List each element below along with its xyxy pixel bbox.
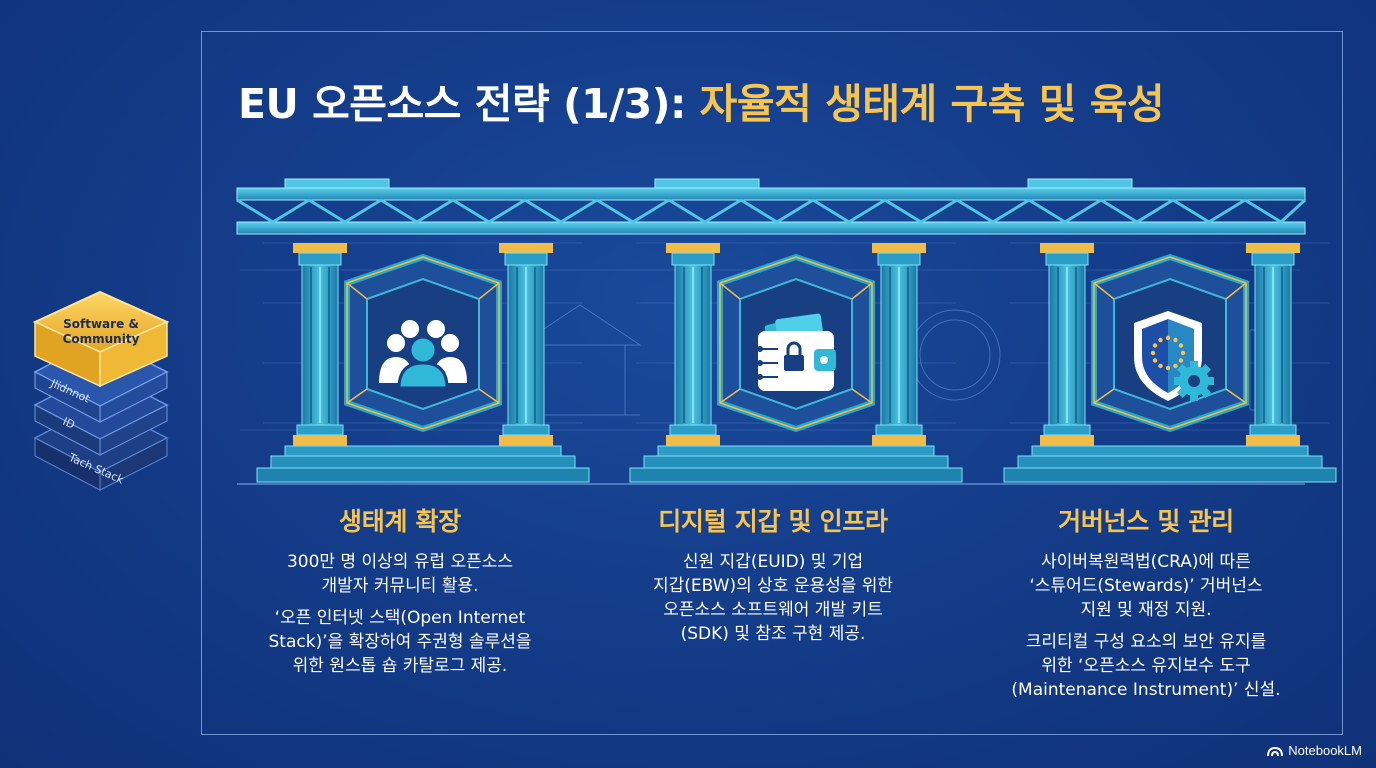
text-ecosystem-2: ‘오픈 인터넷 스택(Open Internet Stack)’을 확장하여 주… <box>210 606 590 678</box>
line: 크리티컬 구성 요소의 보안 유지를 <box>1025 632 1267 652</box>
eu-star <box>1173 363 1178 369</box>
line: 사이버복원력법(CRA)에 따른 <box>1041 552 1251 572</box>
line: (Maintenance Instrument)’ 신설. <box>1011 680 1281 700</box>
temple-diagram <box>236 178 1376 500</box>
truss-strut <box>380 198 418 224</box>
eu-star <box>1173 337 1178 343</box>
truss-strut <box>1208 198 1246 224</box>
notebooklm-logo-icon <box>1267 746 1284 756</box>
text-ecosystem-1: 300만 명 이상의 유럽 오픈소스 개발자 커뮤니티 활용. <box>210 550 590 598</box>
eu-star <box>1158 337 1163 343</box>
heading-governance: 거버넌스 및 관리 <box>1058 507 1234 536</box>
truss-strut <box>596 198 634 224</box>
truss-strut <box>1244 198 1282 224</box>
truss-strut <box>704 198 742 224</box>
truss-strut <box>632 198 670 224</box>
layer-stack: Tach Stack ID Jlidnnot Software & Commun… <box>32 290 170 491</box>
line: Stack)’을 확장하여 주권형 솔루션을 <box>268 632 532 652</box>
truss-strut <box>236 198 274 224</box>
truss-strut <box>344 198 382 224</box>
eu-star <box>1165 365 1171 371</box>
column-governance: 거버넌스 및 관리 사이버복원력법(CRA)에 따른 ‘스튜어드(Steward… <box>956 502 1336 710</box>
eu-star <box>1178 343 1184 348</box>
truss-strut <box>488 198 526 224</box>
truss-strut <box>1136 198 1174 224</box>
truss-strut <box>452 198 490 224</box>
line: 지원 및 재정 지원. <box>1080 600 1212 620</box>
eu-star <box>1158 363 1163 369</box>
heading-wallet: 디지털 지갑 및 인프라 <box>658 507 888 536</box>
truss-strut <box>1172 198 1210 224</box>
line: 위한 ‘오픈소스 유지보수 도구 <box>1041 656 1251 676</box>
text-governance-1: 사이버복원력법(CRA)에 따른 ‘스튜어드(Stewards)’ 거버넌스 지… <box>956 550 1336 622</box>
truss-strut <box>740 198 778 224</box>
slide-frame <box>201 31 1343 735</box>
line: 위한 원스톱 숍 카탈로그 제공. <box>292 656 508 676</box>
community-icon <box>379 320 467 390</box>
title-highlight: 자율적 생태계 구축 및 육성 <box>699 80 1165 128</box>
truss-strut <box>1028 198 1066 224</box>
line: 300만 명 이상의 유럽 오픈소스 <box>286 552 514 572</box>
truss-strut <box>812 198 850 224</box>
stack-label-id: ID <box>61 415 77 432</box>
notebooklm-brand: NotebookLM <box>1267 743 1362 758</box>
eu-star <box>1150 350 1156 356</box>
stack-label-community: Community <box>63 332 140 346</box>
eu-star <box>1152 358 1158 363</box>
text-governance-2: 크리티컬 구성 요소의 보안 유지를 위한 ‘오픈소스 유지보수 도구 (Mai… <box>956 630 1336 702</box>
truss-strut <box>1279 198 1307 224</box>
truss-strut <box>668 198 706 224</box>
truss-strut <box>992 198 1030 224</box>
line: 오픈소스 소프트웨어 개발 키트 <box>663 600 883 620</box>
digital-wallet-icon <box>757 313 836 391</box>
column-ecosystem: 생태계 확장 300만 명 이상의 유럽 오픈소스 개발자 커뮤니티 활용. ‘… <box>210 502 590 686</box>
truss-strut <box>560 198 598 224</box>
truss-strut <box>920 198 958 224</box>
stack-label-software: Software & <box>63 317 139 331</box>
eu-star <box>1165 335 1171 341</box>
eu-star <box>1152 343 1158 348</box>
truss-strut <box>884 198 922 224</box>
truss-strut <box>1100 198 1138 224</box>
line: 신원 지갑(EUID) 및 기업 <box>682 552 864 572</box>
truss-strut <box>272 198 310 224</box>
eu-shield-gear-icon <box>1134 311 1214 401</box>
truss-strut <box>848 198 886 224</box>
text-wallet-1: 신원 지갑(EUID) 및 기업 지갑(EBW)의 상호 운용성을 위한 오픈소… <box>583 550 963 646</box>
title-prefix: EU 오픈소스 전략 (1/3): <box>238 80 686 128</box>
column-wallet: 디지털 지갑 및 인프라 신원 지갑(EUID) 및 기업 지갑(EBW)의 상… <box>583 502 963 654</box>
line: 지갑(EBW)의 상호 운용성을 위한 <box>652 576 894 596</box>
brand-label: NotebookLM <box>1288 743 1362 758</box>
heading-ecosystem: 생태계 확장 <box>339 507 461 536</box>
stack-layer-software: Software & Community <box>32 290 170 388</box>
roof-truss <box>236 178 1307 235</box>
slide-title: EU 오픈소스 전략 (1/3): 자율적 생태계 구축 및 육성 <box>238 70 1165 130</box>
eu-star <box>1178 358 1184 363</box>
truss-strut <box>956 198 994 224</box>
truss-strut <box>308 198 346 224</box>
truss-strut <box>776 198 814 224</box>
truss-strut <box>1064 198 1102 224</box>
truss-strut <box>524 198 562 224</box>
eu-star <box>1180 350 1186 356</box>
truss-strut <box>416 198 454 224</box>
line: ‘오픈 인터넷 스택(Open Internet <box>274 608 526 628</box>
line: (SDK) 및 참조 구현 제공. <box>680 624 866 644</box>
line: 개발자 커뮤니티 활용. <box>321 576 479 596</box>
line: ‘스튜어드(Stewards)’ 거버넌스 <box>1029 576 1263 596</box>
